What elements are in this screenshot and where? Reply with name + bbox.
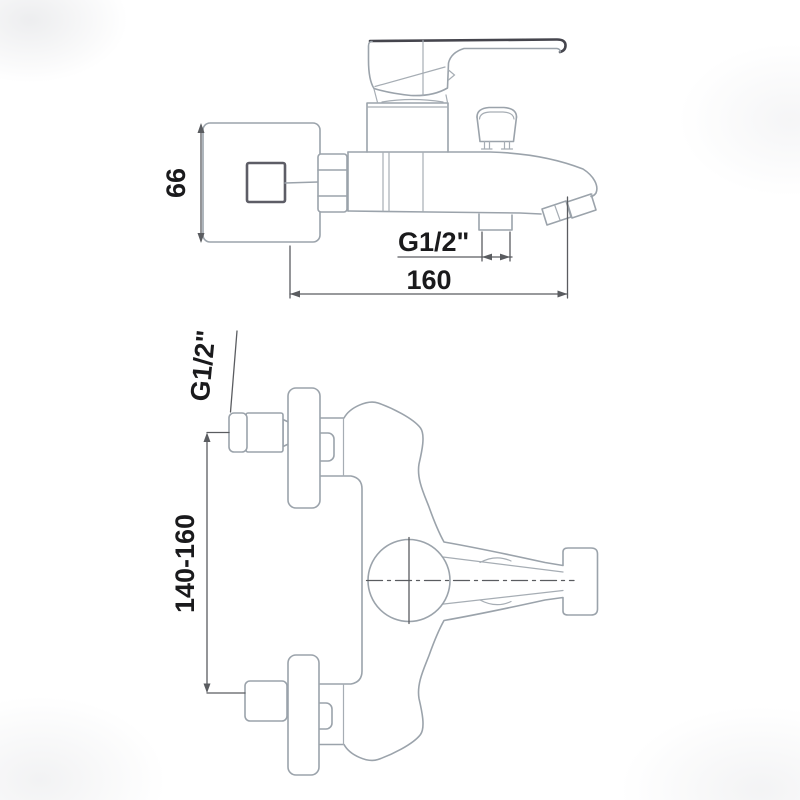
union-stem-line (284, 181, 319, 184)
bottom-inlet-connection (244, 654, 333, 776)
dimension-160: 160 (289, 196, 569, 299)
body-outline (319, 401, 599, 762)
lever-top-edge (368, 38, 567, 54)
top-inlet-connection (228, 387, 335, 509)
dimension-inlet-thread: G1/2" (185, 329, 238, 413)
hex-nut-side (317, 153, 348, 213)
hex-nut-front (244, 680, 288, 722)
arrow-right-icon (500, 253, 510, 261)
arrow-down-icon (203, 683, 211, 693)
wall-plate-front-bottom (287, 654, 320, 776)
spout-shaft (434, 555, 564, 606)
lever-handle (367, 38, 567, 104)
label-plate-height: 66 (161, 168, 191, 198)
front-view: G1/2" 140-160 (170, 329, 599, 776)
nut-cap (228, 412, 248, 453)
aerator (541, 193, 597, 226)
label-inlet-spacing: 140-160 (170, 514, 200, 613)
cartridge-housing (366, 102, 449, 153)
label-outlet-thread: G1/2" (398, 227, 469, 257)
arrow-down-icon (197, 233, 205, 243)
dimension-outlet-thread: G1/2" (397, 227, 513, 262)
body-waist (319, 475, 363, 685)
wall-plate-front-top (287, 387, 321, 509)
dimension-66: 66 (161, 123, 205, 243)
label-spout-reach: 160 (406, 265, 451, 295)
dimension-140-160: 140-160 (170, 431, 246, 694)
label-inlet-thread: G1/2" (185, 329, 222, 403)
arrow-up-icon (203, 432, 211, 442)
arrow-left-icon (290, 290, 300, 298)
side-view: 66 G1/2" 160 (161, 38, 598, 299)
arrow-right-icon (557, 290, 568, 298)
spout-body (347, 151, 598, 215)
hex-nut-front (245, 412, 284, 453)
diverter-knob (476, 106, 518, 150)
arrow-up-icon (197, 123, 205, 133)
arrow-left-icon (482, 253, 492, 261)
centerline-crosshair (365, 536, 575, 625)
handshower-port (478, 213, 513, 231)
